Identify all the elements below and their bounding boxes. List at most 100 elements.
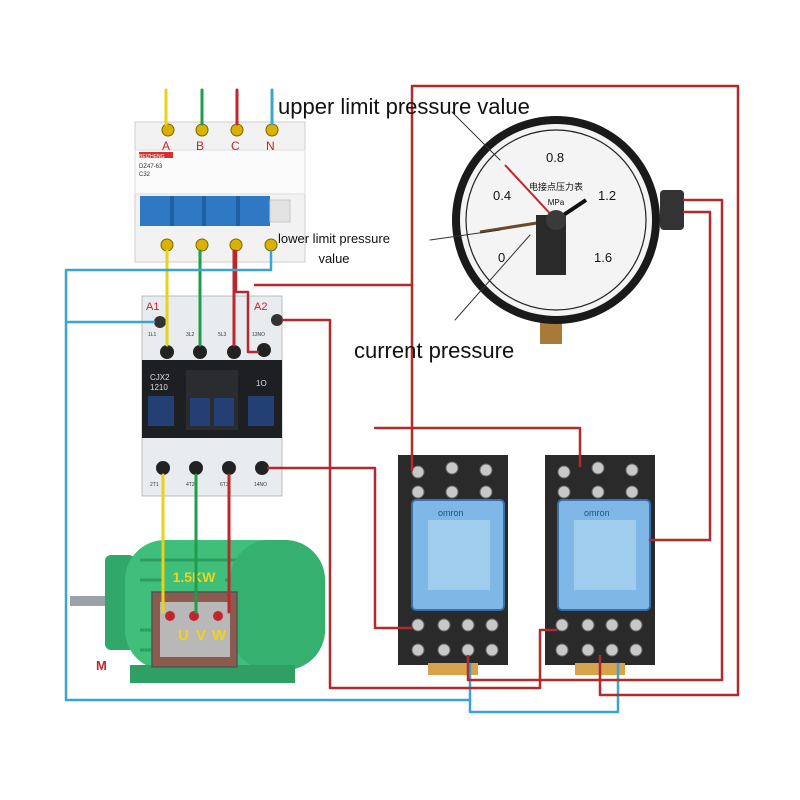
relay-1-bottom-screw-5[interactable]: [411, 643, 425, 657]
gauge-scale-1-2: 1.2: [598, 188, 616, 203]
relay-1-top-screw-6[interactable]: [479, 485, 493, 499]
contactor-window-3: [214, 398, 234, 426]
lower-limit-annotation-line2: value: [318, 251, 350, 266]
relay-1-bottom-screw-4[interactable]: [485, 618, 499, 632]
relay-2-bottom-screw-5[interactable]: [555, 643, 569, 657]
wire-gauge-upper-contact: [466, 198, 724, 682]
relay-1-bottom-screw-2[interactable]: [437, 618, 451, 632]
contactor-bottom-2: 4T2: [186, 482, 195, 488]
breaker-out-c[interactable]: [229, 238, 243, 252]
relay-2-bottom-screw-7[interactable]: [605, 643, 619, 657]
relay-2-top-screws: [557, 461, 639, 499]
motor-terminal-v-screw[interactable]: [189, 611, 199, 621]
relay-1-top-screw-5[interactable]: [445, 485, 459, 499]
contactor: CJX2 1210 1O A1 A2 1L1 3L2 5L3 13NO 2T1 …: [141, 295, 283, 497]
gauge-title: 电接点压力表: [529, 181, 583, 192]
contactor-l2-screw[interactable]: [193, 345, 207, 359]
motor-terminal-u: U: [178, 627, 189, 644]
relay-2-bottom-screw-8[interactable]: [629, 643, 643, 657]
relay-2-bottom-screw-6[interactable]: [581, 643, 595, 657]
relay-2-brand: omron: [584, 508, 610, 518]
motor-terminal-w: W: [212, 627, 227, 644]
breaker-brand-strip: [139, 152, 173, 158]
relay-1-bottom-screw-3[interactable]: [461, 618, 475, 632]
relay-2: omron: [545, 455, 655, 675]
relay-2-top-screw-5[interactable]: [591, 485, 605, 499]
breaker-toggle-dividers: [170, 196, 240, 226]
breaker-in-a[interactable]: [161, 123, 175, 137]
contactor-top-screws: [154, 314, 283, 359]
motor-rating-label: 1.5KW: [173, 569, 217, 585]
contactor-top-1: 1L1: [148, 332, 157, 338]
breaker-out-a[interactable]: [160, 238, 174, 252]
relay-1-bottom-screws: [411, 618, 499, 657]
relay-2-top-screw-3[interactable]: [625, 463, 639, 477]
relay-1-bottom-screw-7[interactable]: [461, 643, 475, 657]
wires: [64, 84, 740, 714]
lower-limit-annotation-line1: lower limit pressure: [278, 231, 390, 246]
contactor-13no-screw[interactable]: [257, 343, 271, 357]
relay-1-bottom-screw-8[interactable]: [485, 643, 499, 657]
lower-limit-annotation: lower limit pressure value: [278, 229, 390, 269]
breaker-terminal-a: A: [162, 139, 170, 153]
contactor-bottom-4: 14NO: [254, 482, 267, 488]
contactor-coil-a1: A1: [146, 301, 159, 313]
pointer-upper-limit: [451, 111, 501, 161]
breaker-terminal-b: B: [196, 139, 204, 153]
contactor-t1-screw[interactable]: [156, 461, 170, 475]
relay-1-bottom-screw-1[interactable]: [411, 618, 425, 632]
relay-1-top-screw-1[interactable]: [411, 465, 425, 479]
motor-terminal-u-screw[interactable]: [165, 611, 175, 621]
contactor-model-1: CJX2: [150, 373, 170, 382]
contactor-l1-screw[interactable]: [160, 345, 174, 359]
wire-a2-relay2: [281, 318, 558, 690]
contactor-t2-screw[interactable]: [189, 461, 203, 475]
motor-nameplate: [163, 568, 225, 586]
breaker-n-pole: [269, 199, 291, 223]
relay-2-bottom-screw-2[interactable]: [581, 618, 595, 632]
breaker-in-n[interactable]: [265, 123, 279, 137]
contactor-a2-screw[interactable]: [271, 314, 283, 326]
relay-1-coil: [428, 520, 490, 590]
gauge-scale-1-6: 1.6: [594, 250, 612, 265]
breaker-out-b[interactable]: [195, 238, 209, 252]
relay-2-coil: [574, 520, 636, 590]
relay-2-top-screw-4[interactable]: [557, 485, 571, 499]
relay-2-bottom-screw-3[interactable]: [605, 618, 619, 632]
current-pressure-annotation: current pressure: [354, 338, 515, 363]
breaker-out-n[interactable]: [264, 238, 278, 252]
breaker-in-c[interactable]: [230, 123, 244, 137]
breaker-in-b[interactable]: [195, 123, 209, 137]
gauge-scale-0: 0: [498, 250, 505, 265]
relay-1-top-screw-3[interactable]: [479, 463, 493, 477]
contactor-a1-screw[interactable]: [154, 316, 166, 328]
motor-shaft: [70, 596, 110, 606]
pressure-gauge: 0 0.4 0.8 1.2 1.6 电接点压力表 MPa: [452, 116, 684, 344]
breaker-terminal-n: N: [266, 139, 275, 153]
contactor-t3-screw[interactable]: [222, 461, 236, 475]
relay-1: omron: [398, 455, 508, 675]
relay-2-bottom-screw-1[interactable]: [555, 618, 569, 632]
relay-2-bottom-screw-4[interactable]: [629, 618, 643, 632]
contactor-l3-screw[interactable]: [227, 345, 241, 359]
relay-2-top-screw-2[interactable]: [591, 461, 605, 475]
contactor-aux-label: 1O: [256, 379, 267, 388]
wire-gauge-lower-contact: [648, 210, 712, 542]
contactor-bottom-screws: [156, 461, 269, 475]
relay-1-bottom-screw-6[interactable]: [437, 643, 451, 657]
motor-terminal-w-screw[interactable]: [213, 611, 223, 621]
breaker-terminal-c: C: [231, 139, 240, 153]
motor-feet: [130, 665, 295, 683]
pointer-current: [454, 234, 531, 321]
relay-1-top-screw-2[interactable]: [445, 461, 459, 475]
contactor-14no-screw[interactable]: [255, 461, 269, 475]
relay-2-bottom-screws: [555, 618, 643, 657]
relay-1-brand: omron: [438, 508, 464, 518]
relay-2-top-screw-6[interactable]: [625, 485, 639, 499]
relay-1-top-screw-4[interactable]: [411, 485, 425, 499]
gauge-scale-0-8: 0.8: [546, 150, 564, 165]
breaker-top-terminals: A B C N: [161, 123, 279, 153]
gauge-stem: [540, 318, 562, 344]
wire-relay1-relay2-top: [373, 426, 582, 468]
relay-2-top-screw-1[interactable]: [557, 465, 571, 479]
